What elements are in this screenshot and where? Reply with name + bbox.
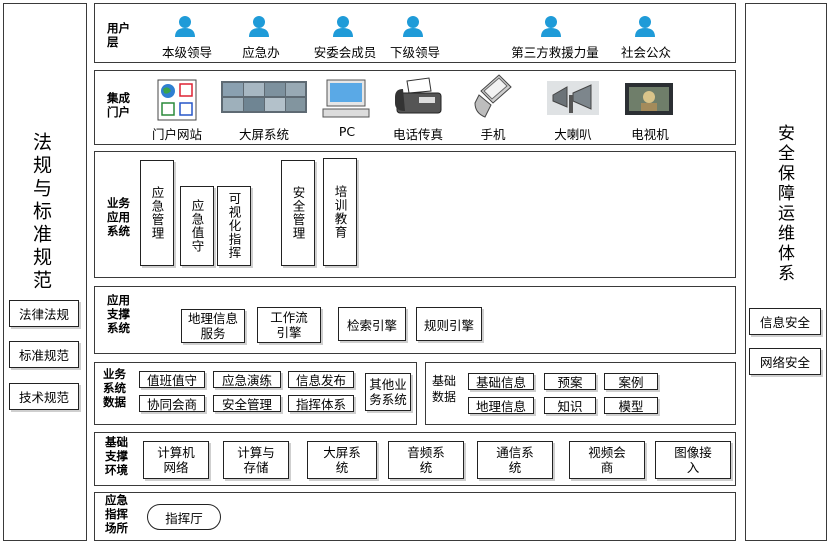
data-consultation: 协同会商 xyxy=(139,395,205,412)
base-data-geo-info: 地理信息 xyxy=(468,397,534,414)
portal-layer-label: 集成门户 xyxy=(107,91,130,119)
mobile-phone-icon xyxy=(474,74,512,118)
data-command-system: 指挥体系 xyxy=(288,395,354,412)
portal-label: 电视机 xyxy=(631,127,669,142)
command-site-layer: 应急指挥场所 指挥厅 xyxy=(94,492,736,541)
regulation-item-law: 法律法规 xyxy=(9,300,79,327)
data-drill: 应急演练 xyxy=(213,371,281,388)
support-workflow-engine: 工作流引擎 xyxy=(257,307,321,343)
app-emergency-duty: 应急值守 xyxy=(180,186,214,266)
support-rule-engine: 规则引擎 xyxy=(416,307,482,341)
portal-label: 大屏系统 xyxy=(238,127,290,142)
user-label: 本级领导 xyxy=(161,45,213,60)
video-wall-icon xyxy=(221,81,307,113)
env-video-conference: 视频会商 xyxy=(569,441,645,479)
app-support-label: 应用支撑系统 xyxy=(107,293,130,335)
regulation-item-technical: 技术规范 xyxy=(9,383,79,410)
right-panel-title: 安全保障运维体系 xyxy=(774,124,794,284)
env-video-wall: 大屏系统 xyxy=(307,441,377,479)
user-icon xyxy=(175,16,195,37)
user-label: 安委会成员 xyxy=(313,45,377,60)
user-icon xyxy=(635,16,655,37)
base-data-case: 案例 xyxy=(604,373,658,390)
env-communication-system: 通信系统 xyxy=(477,441,553,479)
app-visual-command: 可视化指挥 xyxy=(217,186,251,266)
fax-icon xyxy=(395,77,442,114)
portal-label: 电话传真 xyxy=(392,127,444,142)
command-site-label: 应急指挥场所 xyxy=(105,493,128,535)
right-panel-security: 安全保障运维体系 信息安全 网络安全 xyxy=(745,3,827,541)
env-computer-network: 计算机网络 xyxy=(143,441,209,479)
data-safety-management: 安全管理 xyxy=(213,395,281,412)
base-data-layer: 基础数据 基础信息 预案 案例 地理信息 知识 模型 xyxy=(425,362,736,425)
support-search-engine: 检索引擎 xyxy=(338,307,406,341)
base-data-plan: 预案 xyxy=(544,373,596,390)
portal-label: 大喇叭 xyxy=(554,127,592,142)
business-app-label: 业务应用系统 xyxy=(107,196,130,238)
business-data-label: 业务系统数据 xyxy=(103,367,126,409)
app-safety-management: 安全管理 xyxy=(281,160,315,266)
user-label: 应急办 xyxy=(242,45,280,60)
user-label: 社会公众 xyxy=(620,45,672,60)
app-training-education: 培训教育 xyxy=(323,158,357,266)
user-icon xyxy=(541,16,561,37)
data-other-systems: 其他业务系统 xyxy=(365,373,411,411)
env-image-access: 图像接入 xyxy=(655,441,731,479)
portal-layer: 集成门户 xyxy=(94,70,736,145)
regulation-item-standard: 标准规范 xyxy=(9,341,79,368)
command-hall: 指挥厅 xyxy=(147,504,221,530)
user-layer: 用户层 本级领导 应急办 安委会成员 下级领导 第三方救援力量 社会公众 xyxy=(94,3,736,63)
web-portal-icon xyxy=(157,79,197,121)
data-duty: 值班值守 xyxy=(139,371,205,388)
left-panel-title: 法规与标准规范 xyxy=(30,132,52,293)
portal-label: PC xyxy=(338,124,356,139)
user-label: 第三方救援力量 xyxy=(511,45,599,60)
base-data-knowledge: 知识 xyxy=(544,397,596,414)
app-emergency-management: 应急管理 xyxy=(140,160,174,266)
base-env-layer: 基础支撑环境 计算机网络 计算与存储 大屏系统 音频系统 通信系统 视频会商 图… xyxy=(94,432,736,486)
env-compute-storage: 计算与存储 xyxy=(223,441,289,479)
base-env-label: 基础支撑环境 xyxy=(105,435,128,477)
user-label: 下级领导 xyxy=(389,45,441,60)
env-audio-system: 音频系统 xyxy=(388,441,464,479)
business-app-layer: 业务应用系统 应急管理 应急值守 可视化指挥 安全管理 培训教育 xyxy=(94,151,736,278)
base-data-basic-info: 基础信息 xyxy=(468,373,534,390)
left-panel-regulations: 法规与标准规范 法律法规 标准规范 技术规范 xyxy=(3,3,87,541)
user-layer-label: 用户层 xyxy=(107,21,130,49)
pc-icon xyxy=(322,79,370,118)
data-info-release: 信息发布 xyxy=(288,371,354,388)
app-support-layer: 应用支撑系统 地理信息服务 工作流引擎 检索引擎 规则引擎 xyxy=(94,286,736,354)
tv-icon xyxy=(625,83,673,115)
user-icon xyxy=(333,16,353,37)
base-data-label: 基础数据 xyxy=(432,374,457,404)
business-data-layer: 业务系统数据 值班值守 应急演练 信息发布 其他业务系统 协同会商 安全管理 指… xyxy=(94,362,417,425)
loudspeaker-icon xyxy=(547,81,599,115)
security-item-network: 网络安全 xyxy=(749,348,821,375)
base-data-model: 模型 xyxy=(604,397,658,414)
security-item-info: 信息安全 xyxy=(749,308,821,335)
user-icon xyxy=(249,16,269,37)
portal-label: 手机 xyxy=(480,127,506,142)
user-icon xyxy=(403,16,423,37)
support-gis-service: 地理信息服务 xyxy=(181,309,245,343)
portal-label: 门户网站 xyxy=(151,127,203,142)
